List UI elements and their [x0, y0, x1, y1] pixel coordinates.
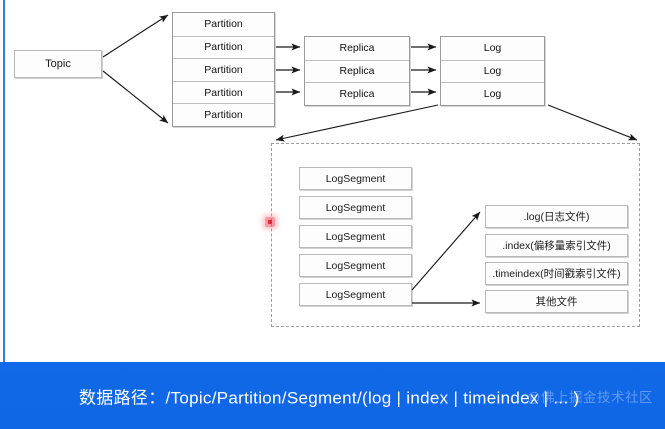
- logsegment-label: LogSegment: [325, 259, 386, 272]
- segment-file-box-other[interactable]: 其他文件: [485, 290, 628, 313]
- selection-handle-icon[interactable]: [265, 217, 275, 227]
- replica-stack[interactable]: Replica Replica Replica: [304, 36, 410, 106]
- logsegment-label: LogSegment: [325, 201, 386, 214]
- arrow-log-to-detail-right: [547, 104, 638, 141]
- partition-row[interactable]: Partition: [173, 58, 274, 81]
- replica-label: Replica: [339, 42, 375, 55]
- logsegment-box[interactable]: LogSegment: [299, 167, 412, 190]
- topic-label: Topic: [45, 58, 71, 70]
- partition-stack[interactable]: Partition Partition Partition Partition …: [172, 12, 275, 127]
- partition-row[interactable]: Partition: [173, 13, 274, 36]
- arrow-topic-to-partition-bottom: [102, 70, 169, 124]
- arrow-log-to-detail-left: [275, 104, 439, 142]
- partition-label: Partition: [204, 109, 243, 122]
- partition-label: Partition: [204, 41, 243, 54]
- left-accent-rule: [3, 0, 5, 362]
- partition-row[interactable]: Partition: [173, 35, 274, 59]
- segment-file-label: 其他文件: [535, 296, 578, 308]
- logsegment-label: LogSegment: [325, 288, 386, 301]
- footer-banner: 数据路径：/Topic/Partition/Segment/(log | ind…: [0, 362, 665, 429]
- log-detail-group: [271, 143, 640, 327]
- replica-row[interactable]: Replica: [305, 37, 409, 60]
- partition-label: Partition: [204, 86, 243, 99]
- segment-file-box-log[interactable]: .log(日志文件): [485, 205, 628, 228]
- segment-file-box-timeindex[interactable]: .timeindex(时间戳索引文件): [485, 262, 628, 285]
- log-row[interactable]: Log: [441, 59, 544, 83]
- arrow-topic-to-partition-top: [102, 14, 169, 58]
- log-label: Log: [483, 87, 502, 100]
- replica-row[interactable]: Replica: [305, 59, 409, 83]
- segment-file-box-index[interactable]: .index(偏移量索引文件): [485, 234, 628, 257]
- partition-label: Partition: [204, 18, 243, 31]
- logsegment-box[interactable]: LogSegment: [299, 196, 412, 219]
- watermark-text: @佛上掘金技术社区: [526, 389, 653, 405]
- partition-row[interactable]: Partition: [173, 103, 274, 126]
- partition-row[interactable]: Partition: [173, 80, 274, 104]
- logsegment-label: LogSegment: [325, 230, 386, 243]
- log-label: Log: [483, 42, 502, 55]
- replica-label: Replica: [339, 87, 375, 100]
- partition-label: Partition: [204, 63, 243, 76]
- replica-row[interactable]: Replica: [305, 82, 409, 105]
- log-row[interactable]: Log: [441, 82, 544, 105]
- replica-label: Replica: [339, 65, 375, 78]
- log-label: Log: [483, 65, 502, 78]
- segment-file-label: .log(日志文件): [523, 211, 590, 223]
- logsegment-box[interactable]: LogSegment: [299, 225, 412, 248]
- topic-box[interactable]: Topic: [14, 50, 102, 78]
- log-row[interactable]: Log: [441, 37, 544, 60]
- logsegment-label: LogSegment: [325, 172, 386, 185]
- segment-file-label: .timeindex(时间戳索引文件): [492, 268, 621, 280]
- logsegment-box[interactable]: LogSegment: [299, 254, 412, 277]
- segment-file-label: .index(偏移量索引文件): [502, 240, 611, 252]
- data-path-text: 数据路径：/Topic/Partition/Segment/(log | ind…: [79, 388, 580, 407]
- logsegment-box[interactable]: LogSegment: [299, 283, 412, 306]
- log-stack[interactable]: Log Log Log: [440, 36, 545, 106]
